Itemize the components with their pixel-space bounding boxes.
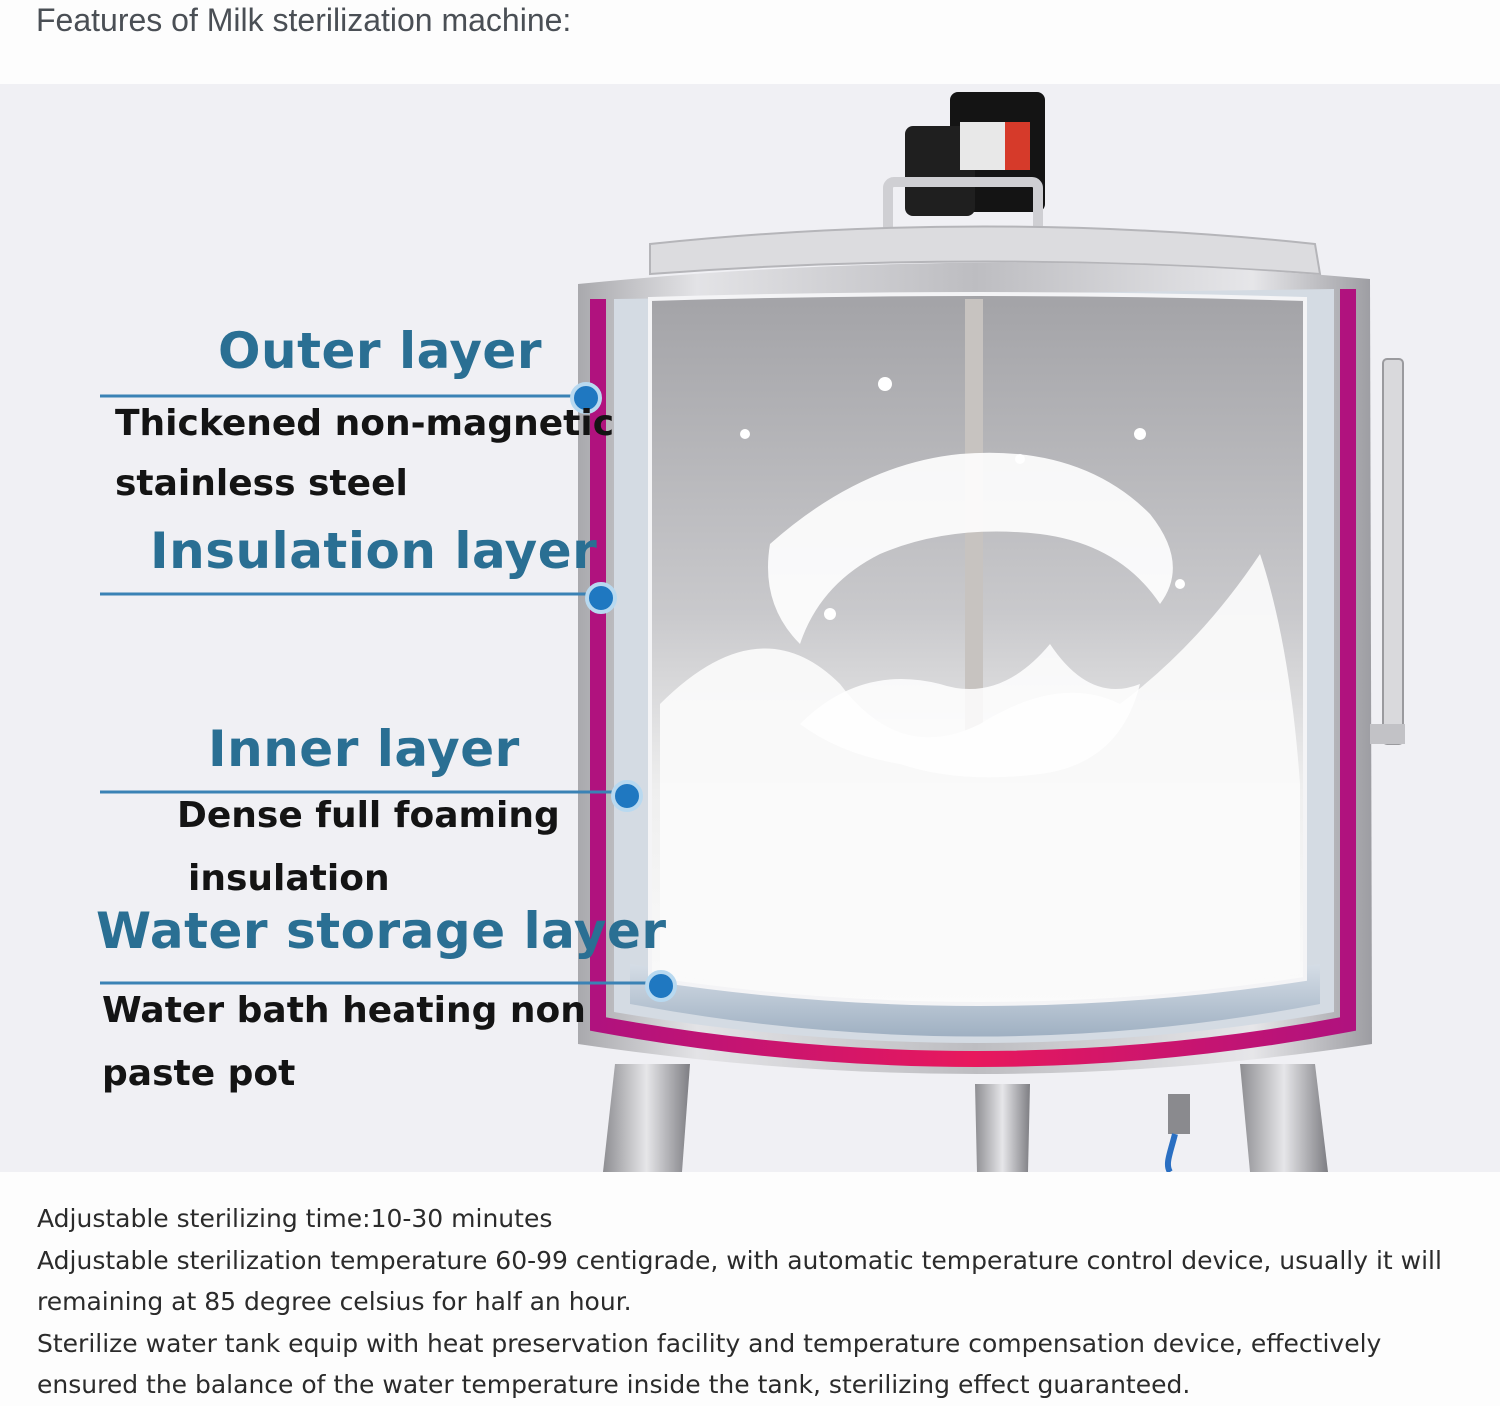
tank-leg: [975, 1084, 1030, 1172]
agitator-shaft: [965, 299, 983, 769]
callout-dot: [611, 780, 643, 812]
milk-splash: [800, 644, 1140, 778]
milk-droplet: [1175, 579, 1185, 589]
callout-dot: [585, 582, 617, 614]
insulation-layer-title: Insulation layer: [150, 522, 598, 580]
tank-leg: [603, 1064, 690, 1172]
callout-dot: [570, 382, 602, 414]
milk-droplet: [740, 429, 750, 439]
outer-layer-band: [590, 289, 1356, 1067]
note-water-tank: Sterilize water tank equip with heat pre…: [37, 1328, 1382, 1400]
tank-illustration: [100, 92, 1405, 1172]
feature-notes: Adjustable sterilizing time:10-30 minute…: [37, 1198, 1477, 1406]
machine-diagram: Outer layer Thickened non-magnetic stain…: [0, 84, 1500, 1172]
milk-droplet: [1015, 454, 1025, 464]
tank-lid: [649, 225, 1322, 276]
note-sterilizing-time: Adjustable sterilizing time:10-30 minute…: [37, 1204, 553, 1233]
motor-label-stripe: [1005, 122, 1030, 170]
level-gauge-fitting: [1370, 724, 1405, 744]
water-storage-layer-description: Water bath heating non paste pot: [102, 990, 586, 1094]
milk-splash: [768, 452, 1173, 644]
tank-leg: [1240, 1064, 1328, 1172]
inner-layer-description: Dense full foaming insulation: [177, 795, 560, 899]
note-sterilization-temperature: Adjustable sterilization temperature 60-…: [37, 1245, 1442, 1317]
outer-layer-title: Outer layer: [218, 322, 542, 380]
callout-dot: [645, 970, 677, 1002]
level-gauge: [1382, 358, 1404, 745]
inner-layer-title: Inner layer: [208, 720, 520, 778]
water-storage-layer-title: Water storage layer: [96, 902, 667, 960]
milk-droplet: [1134, 428, 1146, 440]
drain-valve: [1168, 1094, 1190, 1134]
page-heading: Features of Milk sterilization machine:: [36, 2, 572, 38]
drain-hose: [1164, 1133, 1178, 1172]
motor-gearbox: [905, 126, 975, 216]
milk-droplet: [878, 377, 892, 391]
outer-layer-description: Thickened non-magnetic stainless steel: [115, 403, 615, 504]
milk-droplet: [824, 608, 836, 620]
